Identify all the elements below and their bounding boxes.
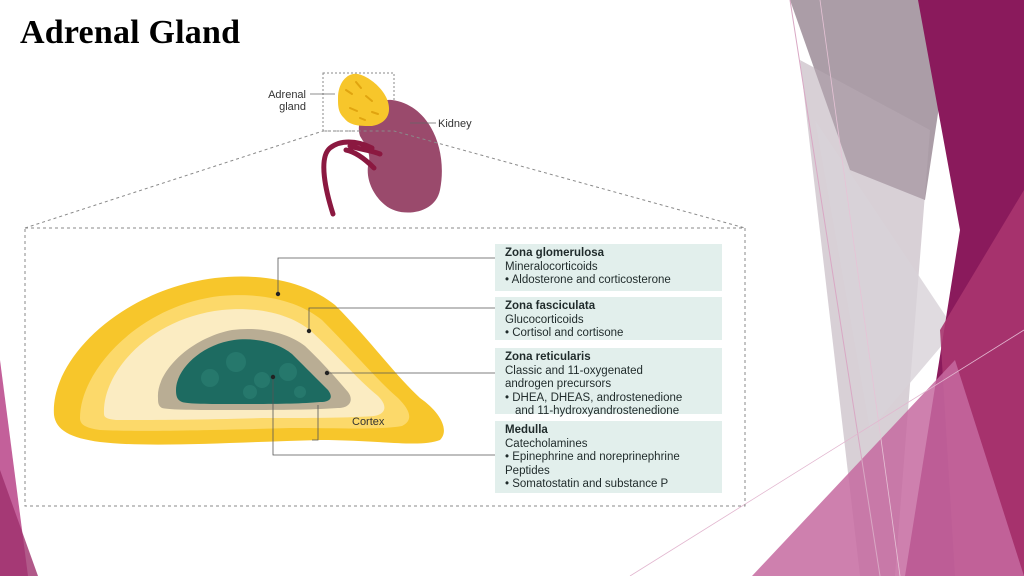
kidney-label: Kidney: [438, 118, 472, 130]
zona-fasciculata-box: Zona fasciculata Glucocorticoids Cortiso…: [495, 297, 722, 340]
zone-name: Zona glomerulosa: [505, 247, 605, 259]
bg-thin-line-3: [629, 329, 1024, 576]
zone-name: Medulla: [505, 424, 548, 436]
leader-medulla: [272, 377, 495, 456]
hormone-class: Mineralocorticoids: [505, 260, 598, 273]
cortex-label: Cortex: [352, 416, 385, 428]
zoom-frame: [24, 227, 746, 507]
zone-name: Zona reticularis: [505, 351, 591, 363]
medulla-texture: [201, 352, 306, 399]
adrenal-gland-shape: [338, 73, 390, 126]
leader-fasciculata: [308, 307, 495, 331]
zone-name: Zona fasciculata: [505, 300, 596, 312]
medulla-layer: [176, 339, 331, 404]
bg-thin-line-1: [789, 0, 881, 576]
cortex-bracket: [312, 405, 319, 441]
hormone-class-line1: Classic and 11-oxygenated: [505, 364, 643, 377]
hormone-class-line2: androgen precursors: [505, 378, 612, 390]
bg-shape-pink-bottom: [752, 360, 1024, 576]
zona-reticularis-box: Zona reticularis Classic and 11-oxygenat…: [495, 348, 722, 417]
kidney-shape: [358, 99, 442, 213]
renal-vessel: [321, 139, 383, 217]
hormone-bullet-continuation: and 11-hydroxyandrostenedione: [515, 405, 680, 417]
medulla-box: Medulla Catecholamines Epinephrine and n…: [495, 421, 722, 493]
slide-title: Adrenal Gland: [20, 14, 241, 51]
bg-thin-line-2: [819, 0, 901, 576]
leader-lines: [272, 257, 495, 456]
bg-shape-pink-left-2: [0, 470, 38, 576]
zoom-frame-top: [24, 130, 746, 229]
adrenal-gland-texture: [345, 81, 379, 121]
leader-glomerulosa: [277, 257, 495, 294]
zona-glomerulosa-box: Zona glomerulosa Mineralocorticoids Aldo…: [495, 244, 722, 291]
hormone-bullet: Cortisol and cortisone: [505, 327, 712, 341]
leader-dots: [270, 291, 330, 380]
adrenal-label-line1: Adrenal: [268, 89, 306, 101]
hormone-class: Glucocorticoids: [505, 313, 584, 326]
hormone-bullet-2: Somatostatin and substance P: [505, 478, 712, 492]
hormone-class: Catecholamines: [505, 437, 588, 450]
adrenal-gland-label: Adrenal gland: [258, 89, 306, 113]
adrenal-label-line2: gland: [279, 101, 306, 113]
hormone-bullet: Aldosterone and corticosterone: [505, 274, 712, 288]
hormone-bullet: DHEA, DHEAS, androstenedione: [505, 392, 712, 406]
bg-shape-light-tri: [815, 120, 955, 430]
hormone-bullet: Epinephrine and noreprinephrine: [505, 451, 712, 465]
hormone-class-2: Peptides: [505, 464, 550, 477]
